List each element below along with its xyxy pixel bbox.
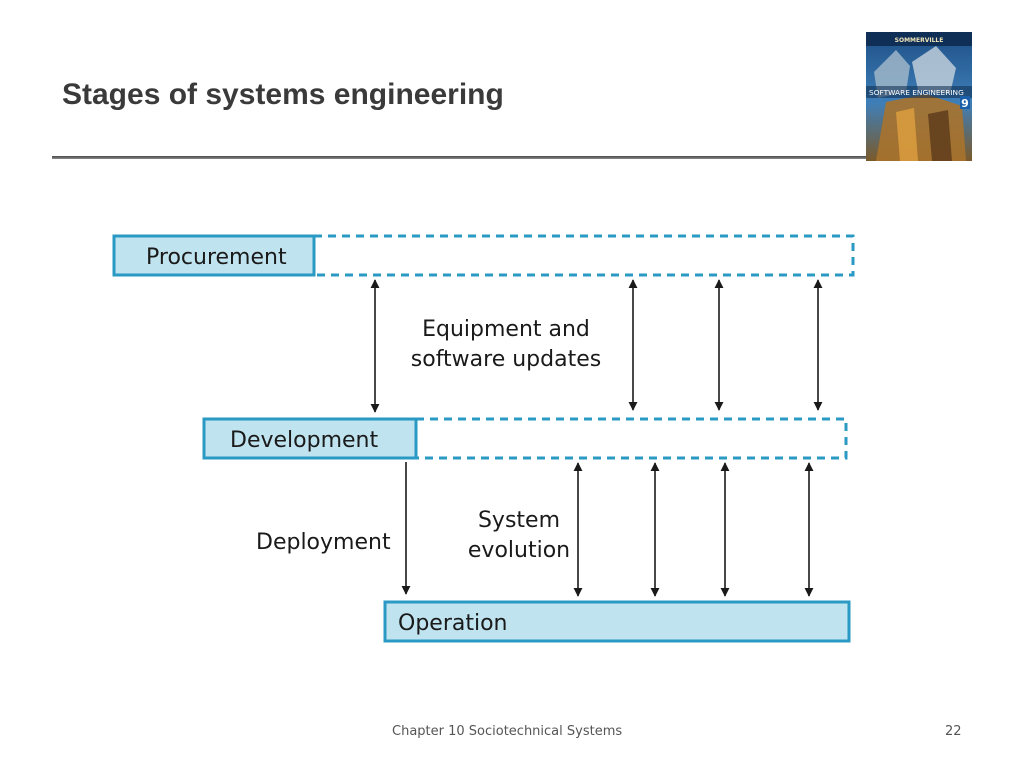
book-cover-art: SOMMERVILLE SOFTWARE ENGINEERING 9 [866, 32, 972, 161]
procurement-stage-box [112, 234, 316, 277]
book-cover-image: SOMMERVILLE SOFTWARE ENGINEERING 9 [866, 32, 972, 161]
operation-stage-box [383, 600, 851, 643]
title-divider [52, 156, 872, 159]
development-stage-box [202, 417, 418, 460]
procurement-stage-label: Procurement [146, 245, 287, 270]
operation-stage-label: Operation [398, 611, 507, 636]
updates-label-line1: Equipment and [422, 317, 590, 342]
book-author-text: SOMMERVILLE [895, 37, 944, 44]
procurement-extension-dashed [312, 234, 855, 277]
footer-chapter-title: Chapter 10 Sociotechnical Systems [392, 724, 623, 739]
development-stage-label: Development [230, 428, 378, 453]
book-edition-text: 9 [961, 97, 969, 110]
evolution-label-line1: System [478, 508, 560, 533]
book-title-text: SOFTWARE ENGINEERING [869, 88, 964, 97]
updates-label-line2: software updates [411, 347, 601, 372]
deployment-label: Deployment [256, 530, 391, 555]
slide-title: Stages of systems engineering [62, 78, 504, 111]
evolution-label-line2: evolution [468, 538, 570, 563]
development-extension-dashed [414, 417, 848, 460]
footer-page-number: 22 [945, 724, 962, 739]
